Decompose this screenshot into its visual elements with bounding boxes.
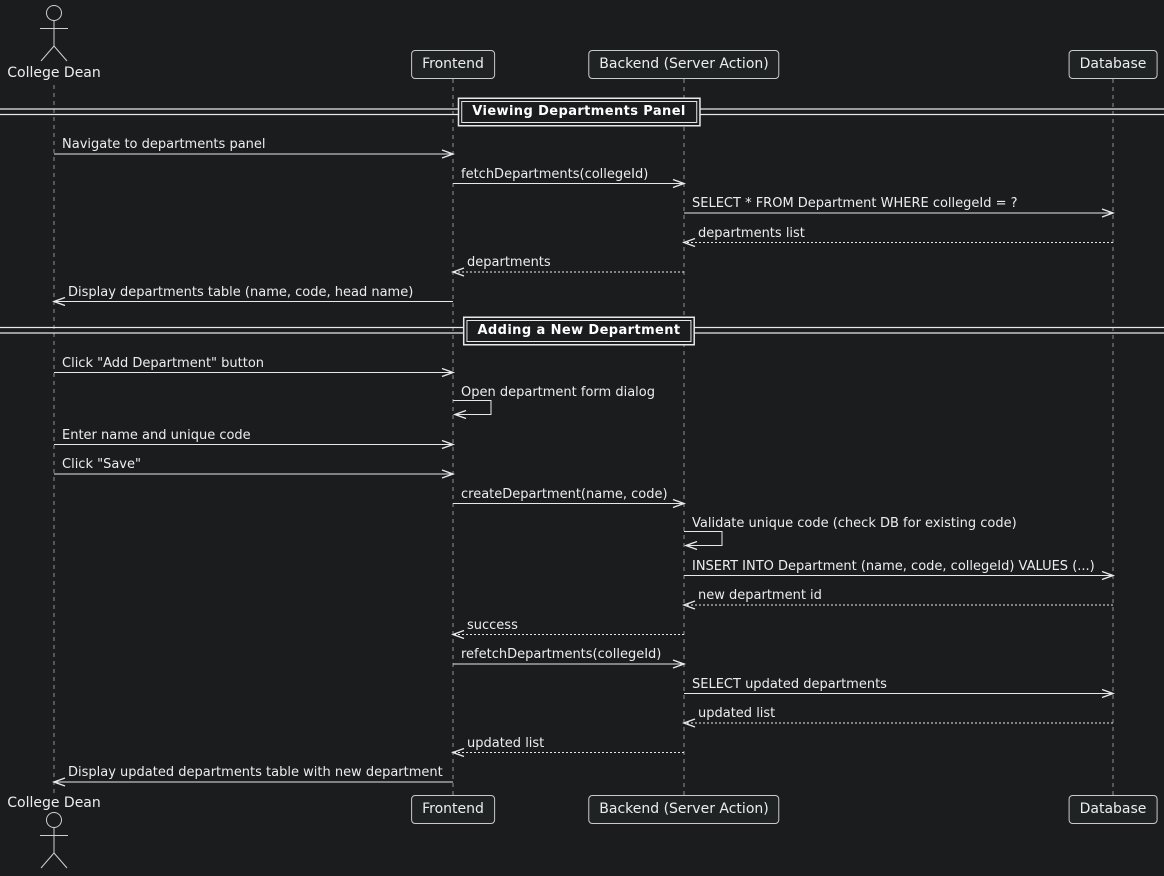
arrowhead-icon	[441, 367, 456, 378]
message-label: INSERT INTO Department (name, code, coll…	[692, 558, 1095, 574]
message-label: SELECT updated departments	[692, 676, 887, 692]
participant-box-database: Database	[1068, 795, 1158, 824]
arrowhead-icon	[1101, 570, 1116, 581]
message-label: departments list	[698, 225, 805, 241]
message-label: Enter name and unique code	[62, 427, 251, 443]
arrowhead-icon	[683, 540, 698, 551]
arrowhead-icon	[672, 178, 687, 189]
message-label: departments	[467, 255, 551, 270]
actor-figure-icon	[40, 812, 68, 869]
message-label: Click "Save"	[62, 457, 141, 472]
message-label: updated list	[467, 735, 545, 751]
arrowhead-icon	[672, 659, 687, 669]
actor-figure-icon	[40, 5, 68, 62]
arrowhead-icon	[450, 747, 465, 758]
arrowhead-icon	[681, 600, 696, 610]
participant-box-frontend: Frontend	[411, 795, 495, 824]
arrowhead-icon	[672, 498, 687, 509]
arrowhead-icon	[1101, 208, 1116, 218]
arrowhead-icon	[441, 469, 456, 479]
message-label: Display updated departments table with n…	[68, 765, 443, 780]
arrowhead-icon	[51, 296, 66, 307]
message-label: createDepartment(name, code)	[461, 486, 668, 502]
message-label: Click "Add Department" button	[62, 355, 265, 371]
message-label: new department id	[698, 588, 822, 603]
arrowhead-icon	[452, 409, 467, 420]
section-divider: Viewing Departments Panel	[461, 101, 697, 123]
arrowhead-icon	[681, 237, 696, 248]
arrowhead-icon	[450, 629, 465, 640]
message-label: SELECT * FROM Department WHERE collegeId…	[692, 196, 1018, 211]
message-label: Display departments table (name, code, h…	[68, 284, 414, 300]
message-label: success	[467, 617, 518, 633]
actor-label: College Dean	[7, 65, 101, 81]
message-label: refetchDepartments(collegeId)	[461, 647, 662, 662]
participant-box-backend: Backend (Server Action)	[588, 795, 780, 824]
participant-box-frontend: Frontend	[411, 50, 495, 79]
message-label: Open department form dialog	[461, 384, 655, 400]
arrowhead-icon	[441, 149, 456, 159]
actor-label: College Dean	[7, 795, 101, 811]
participant-box-database: Database	[1068, 50, 1158, 79]
self-message-loop	[453, 400, 492, 415]
arrowhead-icon	[1101, 688, 1116, 699]
message-label: Navigate to departments panel	[62, 137, 266, 152]
arrowhead-icon	[441, 439, 456, 450]
message-label: updated list	[698, 706, 776, 721]
section-divider: Adding a New Department	[466, 319, 692, 342]
self-message-loop	[684, 531, 723, 546]
arrowhead-icon	[51, 777, 66, 787]
message-label: Validate unique code (check DB for exist…	[692, 515, 1017, 531]
arrowhead-icon	[450, 267, 465, 277]
participant-box-backend: Backend (Server Action)	[588, 50, 780, 79]
message-label: fetchDepartments(collegeId)	[461, 166, 649, 182]
arrowhead-icon	[681, 718, 696, 728]
